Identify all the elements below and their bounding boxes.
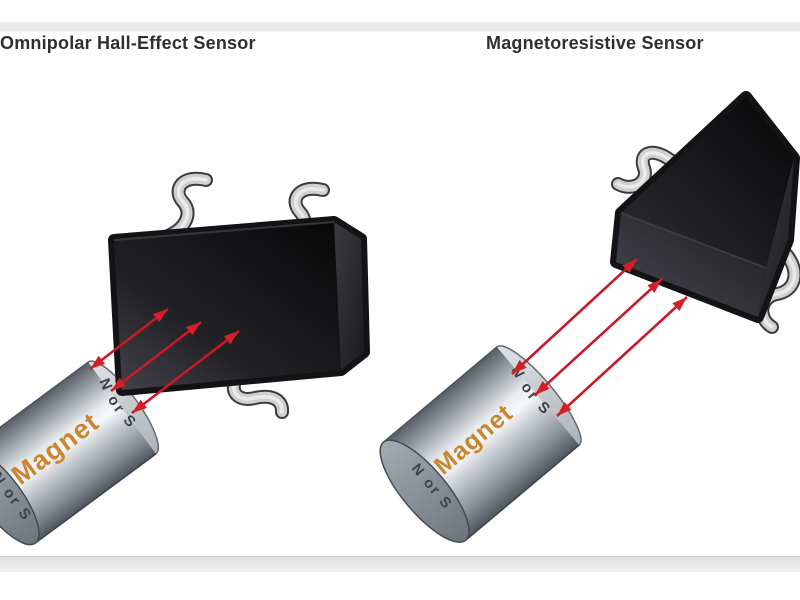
chip-lead-icon [226,369,289,419]
bottom-frame-border [0,556,800,572]
left-sensor-panel: Magnet N or S N or S [0,171,370,546]
left-magnet-edge [0,361,89,452]
chip-front-edge-highlight [620,212,767,269]
chip-lead-icon [161,171,213,243]
left-panel-title: Omnipolar Hall-Effect Sensor [0,33,256,53]
right-sensor-panel: Magnet N or S N or S [379,91,800,543]
chip-lead-icon [611,145,681,194]
right-panel-title: Magnetoresistive Sensor [486,33,704,53]
right-field-arrows [511,258,688,417]
field-arrow-icon [534,278,663,396]
right-magnet-edge [383,346,498,443]
field-arrow-icon [556,296,688,417]
right-magnet-edge [465,444,580,541]
chip-top-edge-highlight [113,221,335,241]
top-frame-border [0,22,800,32]
field-arrow-icon [110,320,202,393]
chip-front-face [114,222,341,390]
left-magnet-pole-back-face [0,449,40,546]
field-arrow-icon [131,329,240,415]
chip-side-face [758,158,794,317]
field-arrow-icon [511,258,638,375]
left-field-arrows [89,307,240,415]
chip-front-face [616,213,766,317]
left-sensor-chip [108,216,370,396]
right-sensor-chip [610,91,800,323]
right-magnet: Magnet N or S N or S [379,345,582,543]
chip-side-face [334,222,364,370]
chip-top-face [621,97,794,268]
left-magnet-edge [34,453,157,544]
field-arrow-icon [89,307,169,371]
right-magnet-pole-back-face [379,439,470,543]
